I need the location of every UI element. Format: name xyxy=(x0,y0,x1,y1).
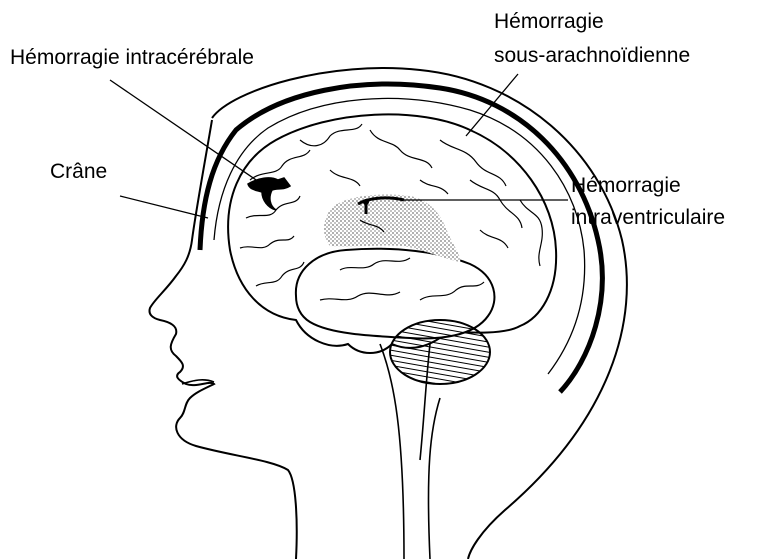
label-subarachnoid-line1: Hémorragie xyxy=(494,8,604,36)
label-intraventricular-line2: intraventriculaire xyxy=(571,204,725,232)
label-skull: Crâne xyxy=(50,158,107,186)
neck-line xyxy=(428,398,440,559)
leader-skull xyxy=(120,196,208,218)
leader-intracerebral xyxy=(110,80,262,184)
label-subarachnoid-line2: sous-arachnoïdienne xyxy=(494,42,690,70)
cerebellum xyxy=(390,320,490,384)
label-intraventricular-line1: Hémorragie xyxy=(571,172,681,200)
leader-subarachnoid xyxy=(466,74,518,136)
label-intracerebral-hemorrhage: Hémorragie intracérébrale xyxy=(10,44,254,72)
